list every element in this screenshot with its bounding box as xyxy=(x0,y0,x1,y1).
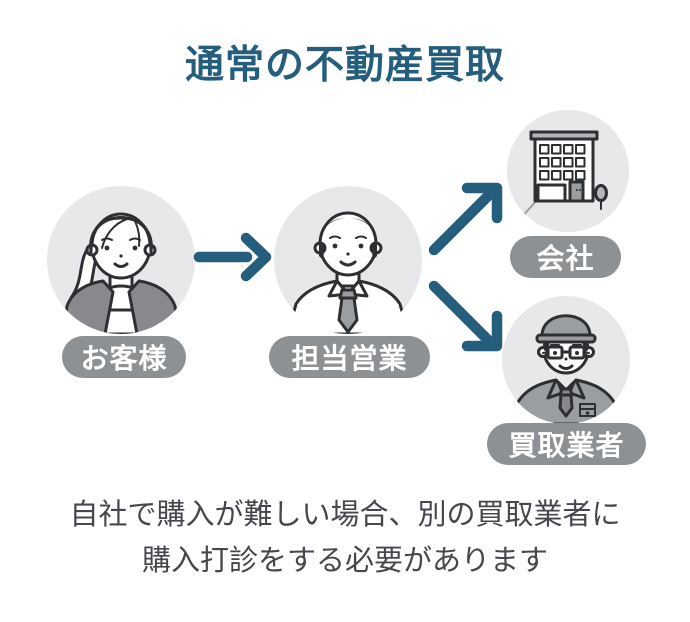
caption: 自社で購入が難しい場合、別の買取業者に 購入打診をする必要があります xyxy=(0,492,690,584)
buyer-avatar xyxy=(502,296,630,424)
sales-label: 担当営業 xyxy=(269,336,430,378)
page-title: 通常の不動産買取 xyxy=(184,44,505,87)
arrow-up-right-icon xyxy=(428,182,503,256)
caption-line-1: 自社で購入が難しい場合、別の買取業者に xyxy=(69,499,621,531)
arrow-right-icon xyxy=(193,232,272,282)
company-label: 会社 xyxy=(510,236,621,278)
caption-line-2: 購入打診をする必要があります xyxy=(141,545,548,577)
arrow-down-right-icon xyxy=(428,280,503,352)
woman-customer-icon xyxy=(47,186,195,334)
contractor-icon xyxy=(502,296,630,424)
customer-label: お客様 xyxy=(62,336,186,378)
sales-avatar xyxy=(274,186,422,334)
company-avatar xyxy=(507,110,629,232)
office-building-icon xyxy=(507,110,629,232)
customer-avatar xyxy=(47,186,195,334)
salesman-icon xyxy=(274,186,422,334)
buyer-label: 買取業者 xyxy=(487,423,646,465)
